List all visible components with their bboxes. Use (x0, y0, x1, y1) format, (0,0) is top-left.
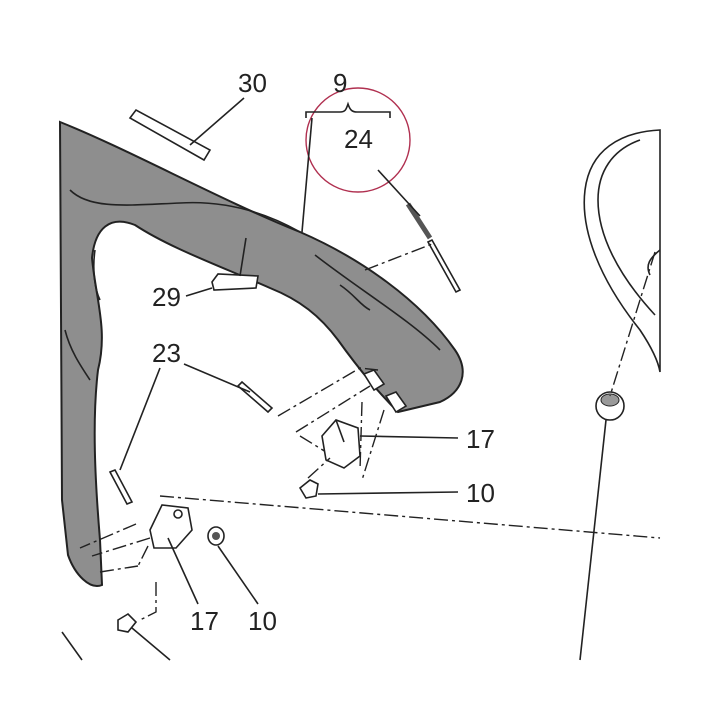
seat-cover (583, 129, 661, 373)
part-17-upper-clip (321, 419, 459, 469)
callout-17-lower: 17 (190, 606, 219, 636)
part-23-pins (108, 363, 274, 506)
part-17-lower-bracket (149, 504, 199, 605)
right-grommet (579, 391, 625, 661)
part-10-lower-grommet (207, 526, 259, 605)
callout-30: 30 (238, 68, 267, 98)
callout-10-upper: 10 (466, 478, 495, 508)
callout-24: 24 (344, 124, 373, 154)
callout-23: 23 (152, 338, 181, 368)
callout-29: 29 (152, 282, 181, 312)
callout-10-lower: 10 (248, 606, 277, 636)
part-10-upper-screw (298, 479, 459, 499)
callout-17-upper: 17 (466, 424, 495, 454)
callout-9: 9 (333, 68, 347, 98)
upper-clips (362, 369, 408, 414)
lower-screw (117, 612, 171, 661)
highlight-circle (305, 87, 411, 193)
part-24-decal (377, 169, 462, 294)
fairing-panel (58, 120, 464, 587)
part-29-pad (185, 237, 259, 297)
bracket-9 (305, 101, 391, 118)
part-30-strip (128, 97, 245, 162)
